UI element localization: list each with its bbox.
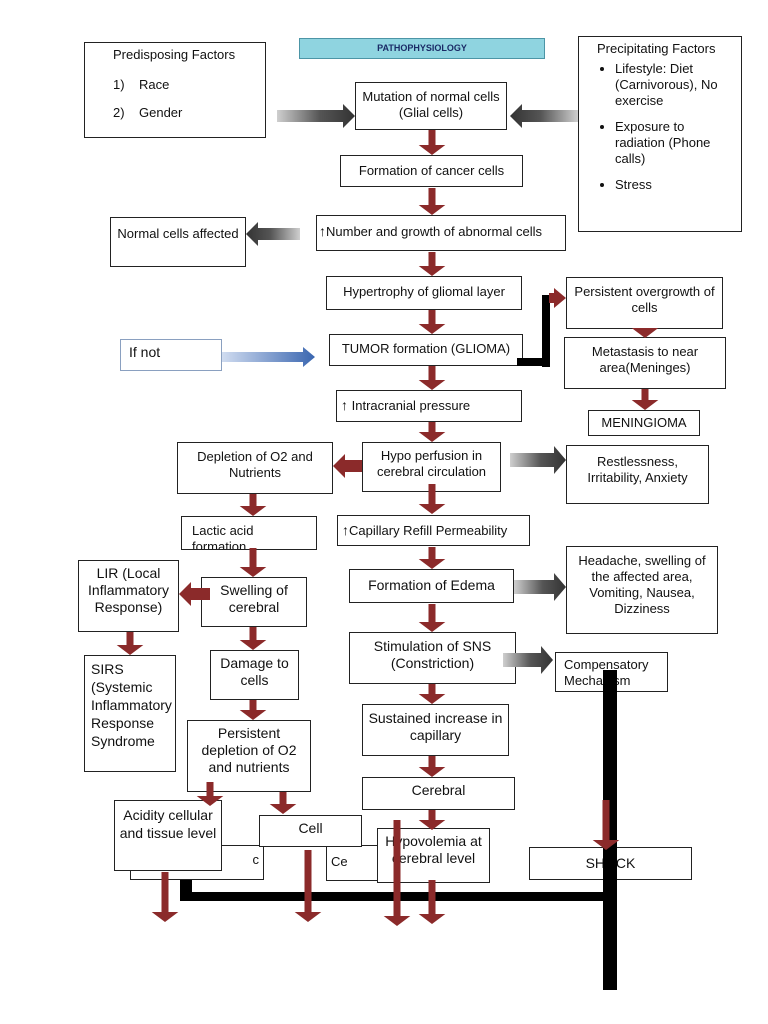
behind-box-left-text: c: [252, 852, 260, 867]
connector-bar: [180, 892, 605, 901]
down-arrow-icon: [196, 782, 224, 806]
right-arrow-icon: [277, 104, 355, 128]
down-arrow-icon: [418, 188, 446, 215]
node-cerebral: Cerebral: [362, 777, 515, 810]
down-arrow-icon: [418, 366, 446, 390]
down-arrow-icon: [269, 792, 297, 814]
predisposing-heading: Predisposing Factors: [113, 47, 236, 62]
page-title: PATHOPHYSIOLOGY: [299, 38, 545, 59]
node-capillary: ↑Capillary Refill Permeability: [337, 515, 530, 546]
node-cell: Cell: [259, 815, 362, 847]
down-arrow-icon: [239, 548, 267, 577]
precipitating-item: Stress: [615, 177, 735, 193]
arrow-up-icon: ↑: [342, 522, 349, 538]
right-arrow-icon: [503, 646, 553, 674]
node-capillary-text: Capillary Refill Permeability: [349, 523, 508, 538]
precipitating-item: Lifestyle: Diet (Carnivorous), No exerci…: [615, 61, 735, 109]
down-arrow-icon: [418, 310, 446, 334]
node-if-not: If not: [120, 339, 222, 371]
node-acidity: Acidity cellular and tissue level: [114, 800, 222, 871]
down-arrow-icon: [239, 627, 267, 650]
node-icp: ↑ Intracranial pressure: [336, 390, 522, 422]
precipitating-heading: Precipitating Factors: [597, 41, 716, 56]
down-arrow-icon: [418, 684, 446, 704]
node-number-growth: ↑Number and growth of abnormal cells: [316, 215, 566, 251]
connector-bar: [603, 670, 617, 990]
predisposing-item: 2) Gender: [113, 105, 183, 120]
down-arrow-icon: [418, 130, 446, 155]
node-lir: LIR (Local Inflammatory Response): [78, 560, 179, 632]
node-lactic: Lactic acid formation: [181, 516, 317, 550]
right-arrow-icon: [549, 288, 566, 308]
node-hypertrophy: Hypertrophy of gliomal layer: [326, 276, 522, 310]
left-arrow-icon: [179, 582, 210, 606]
down-arrow-icon: [239, 494, 267, 516]
down-arrow-icon: [418, 252, 446, 276]
node-persistent-overgrowth: Persistent overgrowth of cells: [566, 277, 723, 329]
node-headache: Headache, swelling of the affected area,…: [566, 546, 718, 634]
down-arrow-icon: [294, 850, 322, 922]
node-meningioma: MENINGIOMA: [588, 410, 700, 436]
precipitating-item: Exposure to radiation (Phone calls): [615, 119, 735, 167]
down-arrow-icon: [418, 756, 446, 777]
down-arrow-icon: [418, 810, 446, 830]
node-formation-cancer: Formation of cancer cells: [340, 155, 523, 187]
node-sustained: Sustained increase in capillary: [362, 704, 509, 756]
right-arrow-icon: [510, 446, 566, 474]
red-arrow-group: [116, 130, 659, 926]
down-arrow-icon: [592, 800, 620, 850]
node-normal-cells: Normal cells affected: [110, 217, 246, 267]
node-edema: Formation of Edema: [349, 569, 514, 603]
gray-arrow-group: [222, 104, 578, 674]
node-metastasis: Metastasis to near area(Meninges): [564, 337, 726, 389]
down-arrow-icon: [116, 632, 144, 655]
down-arrow-icon: [151, 872, 179, 922]
node-mutation: Mutation of normal cells (Glial cells): [355, 82, 507, 130]
node-hypoperfusion: Hypo perfusion in cerebral circulation: [362, 442, 501, 492]
arrow-up-icon: ↑: [319, 223, 326, 239]
down-arrow-icon: [383, 820, 411, 926]
left-arrow-icon: [333, 454, 362, 478]
right-arrow-icon: [514, 573, 566, 601]
down-arrow-icon: [239, 700, 267, 720]
connector-bar: [542, 295, 550, 367]
connector-bar: [517, 358, 547, 366]
down-arrow-icon: [631, 389, 659, 410]
right-arrow-icon: [222, 347, 315, 367]
node-number-growth-text: Number and growth of abnormal cells: [326, 224, 543, 239]
connector-bar: [180, 880, 192, 892]
node-sirs: SIRS (Systemic Inflammatory Response Syn…: [84, 655, 176, 772]
arrow-up-icon: ↑: [341, 397, 348, 413]
node-icp-text: Intracranial pressure: [351, 398, 471, 413]
node-tumor: TUMOR formation (GLIOMA): [329, 334, 523, 366]
down-arrow-icon: [418, 422, 446, 442]
precipitating-factors-box: Precipitating Factors Lifestyle: Diet (C…: [578, 36, 742, 232]
down-arrow-icon: [418, 547, 446, 569]
down-arrow-icon: [418, 484, 446, 514]
node-restlessness: Restlessness, Irritability, Anxiety: [566, 445, 709, 504]
node-depletion: Depletion of O2 and Nutrients: [177, 442, 333, 494]
left-arrow-icon: [246, 222, 300, 246]
predisposing-factors-box: Predisposing Factors 1) Race 2) Gender: [84, 42, 266, 138]
node-swelling: Swelling of cerebral: [201, 577, 307, 627]
predisposing-item: 1) Race: [113, 77, 170, 92]
down-arrow-icon: [418, 880, 446, 924]
node-persistent-depletion: Persistent depletion of O2 and nutrients: [187, 720, 311, 792]
down-arrow-icon: [631, 328, 659, 338]
node-damage: Damage to cells: [210, 650, 299, 700]
node-sns: Stimulation of SNS (Constriction): [349, 632, 516, 684]
behind-box-mid-text: Ce: [331, 854, 348, 869]
left-arrow-icon: [510, 104, 578, 128]
down-arrow-icon: [418, 604, 446, 632]
